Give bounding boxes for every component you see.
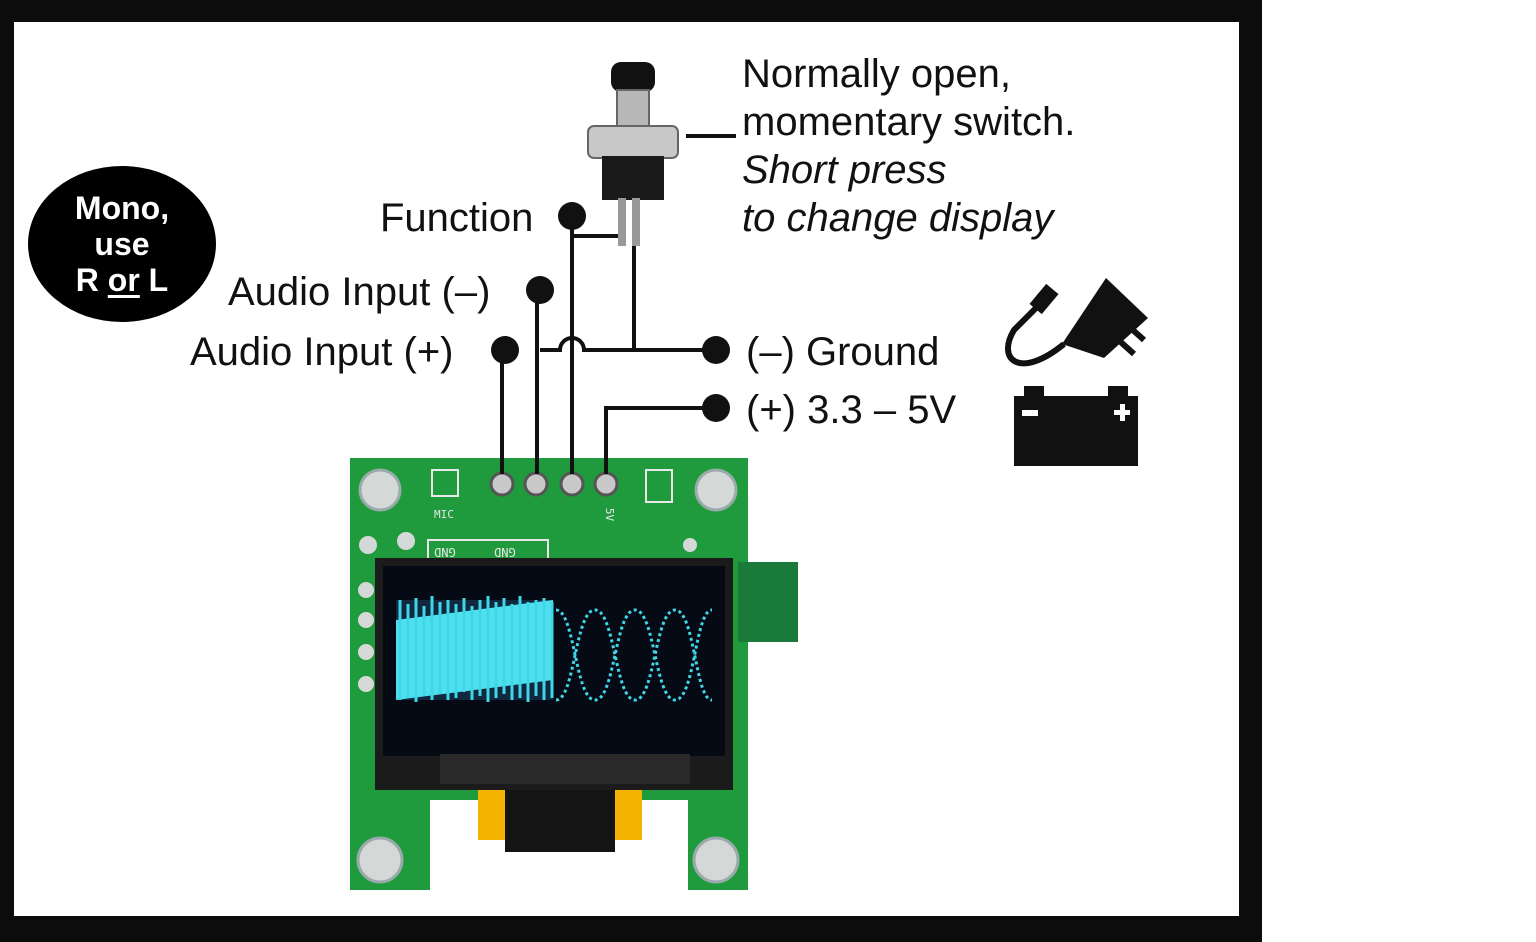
dot-audio-minus [526,276,554,304]
label-audio-minus: Audio Input (–) [228,270,491,314]
label-power: (+) 3.3 – 5V [746,388,957,432]
wires [500,134,736,474]
silk-5v: 5V [603,507,617,522]
switch-note-line4: to change display [742,196,1054,240]
dot-power [702,394,730,422]
pin-power [593,471,619,497]
label-function: Function [380,196,534,240]
oled-spectrum [396,600,553,700]
pin-function [559,471,585,497]
switch-note: Normally open, momentary switch. Short p… [742,50,1075,242]
battery-icon [1014,386,1138,466]
silk-gnd2: GND [494,545,516,559]
mono-badge-line2: use [94,226,150,262]
switch-note-line2: momentary switch. [742,100,1076,144]
switch-note-line1: Normally open, [742,52,1012,96]
silk-gnd1: GND [434,545,456,559]
mono-badge: Mono, use R or L [28,166,216,322]
switch-note-line3: Short press [742,148,947,192]
oled-wave-a [555,608,713,702]
pin-audio-plus [489,471,515,497]
label-ground: (–) Ground [746,330,940,374]
oled-wave-b [555,608,713,702]
label-audio-plus: Audio Input (+) [190,330,454,374]
mono-badge-line1: Mono, [74,190,170,226]
wire-power [604,406,716,474]
dot-ground [702,336,730,364]
dot-audio-plus [491,336,519,364]
silk-mic: MIC [434,508,454,521]
wire-ground [540,336,716,352]
mount-hole-tl [358,468,402,512]
mount-hole-bl [356,836,404,884]
connector-tab [738,562,798,642]
mono-badge-line3: R or L [75,262,169,298]
display-module [350,458,798,892]
mount-hole-br [692,836,740,884]
power-adapter-icon [1005,278,1148,367]
dot-function [558,202,586,230]
mount-hole-tr [694,468,738,512]
terminal-dots [491,202,730,422]
push-button-switch-icon [587,62,679,246]
pin-audio-minus [523,471,549,497]
oled-spectrum-bars [398,596,554,702]
